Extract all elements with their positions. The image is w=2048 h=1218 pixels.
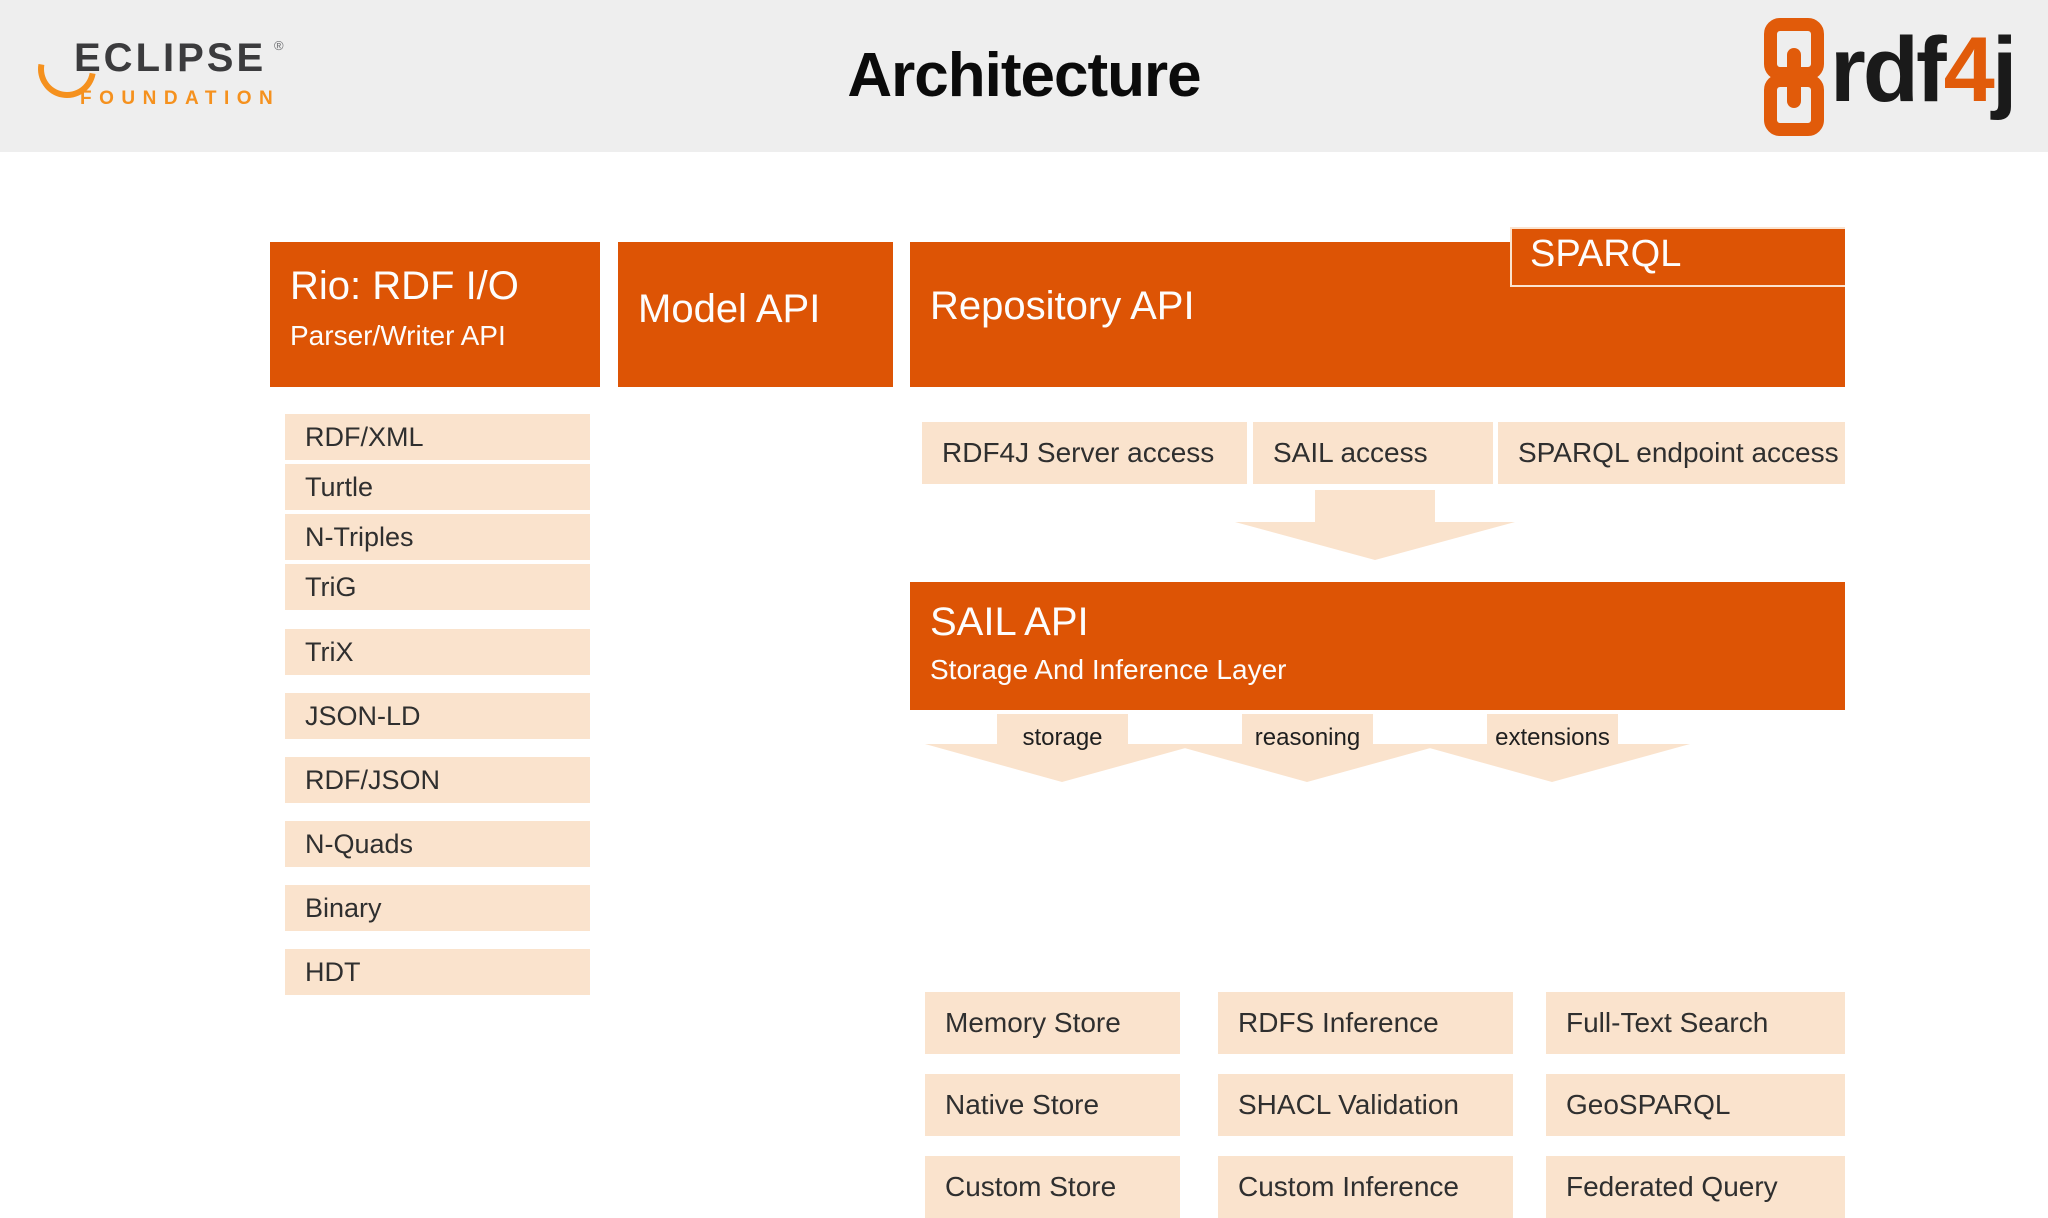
rio-api-subtitle: Parser/Writer API [290, 320, 506, 351]
rdf4j-text-accent: 4 [1943, 19, 1995, 121]
format-label: JSON-LD [305, 700, 421, 731]
list-item[interactable]: Turtle [285, 464, 590, 510]
format-label: N-Triples [305, 521, 414, 552]
branch-item-label: Full-Text Search [1566, 1007, 1769, 1038]
list-item[interactable]: RDF/XML [285, 414, 590, 460]
sail-api-title: SAIL API [930, 600, 1089, 644]
list-item[interactable]: TriG [285, 564, 590, 610]
format-label: TriG [305, 571, 357, 602]
sparql-badge[interactable]: SPARQL [1510, 227, 1845, 287]
sail-branch-item-storage-2[interactable]: Custom Store [925, 1156, 1180, 1218]
sail-branch-item-reasoning-0[interactable]: RDFS Inference [1218, 992, 1513, 1054]
sail-branch-item-reasoning-2[interactable]: Custom Inference [1218, 1156, 1513, 1218]
sail-branch-item-reasoning-1[interactable]: SHACL Validation [1218, 1074, 1513, 1136]
branch-item-label: Custom Inference [1238, 1171, 1459, 1202]
repository-api-title: Repository API [930, 284, 1195, 328]
format-label: RDF/XML [305, 421, 424, 452]
sail-branch-item-extensions-1[interactable]: GeoSPARQL [1546, 1074, 1845, 1136]
rdf4j-text-primary: rdf [1830, 19, 1947, 121]
branch-item-label: Native Store [945, 1089, 1100, 1120]
branch-item-label: SHACL Validation [1238, 1089, 1460, 1120]
model-api-box[interactable]: Model API [618, 242, 893, 387]
repository-access-server[interactable]: RDF4J Server access [922, 422, 1247, 484]
branch-item-label: RDFS Inference [1238, 1007, 1439, 1038]
list-item[interactable]: N-Quads [285, 821, 590, 867]
list-item[interactable]: JSON-LD [285, 693, 590, 739]
access-label: RDF4J Server access [942, 437, 1215, 468]
branch-item-label: Memory Store [945, 1007, 1121, 1038]
repository-access-sail[interactable]: SAIL access [1253, 422, 1493, 484]
branch-arrow-label: reasoning [1254, 724, 1361, 751]
rdf4j-logo: rdf4j [1764, 12, 2024, 140]
list-item[interactable]: TriX [285, 629, 590, 675]
access-label: SPARQL endpoint access [1518, 437, 1839, 468]
sail-branch-arrow-extensions: extensions [1415, 714, 1690, 782]
rio-api-title: Rio: RDF I/O [290, 264, 519, 308]
format-label: Turtle [305, 471, 374, 502]
rdf4j-wordmark: rdf4j [1830, 19, 2018, 121]
branch-arrow-label: extensions [1495, 724, 1610, 751]
branch-item-label: Custom Store [945, 1171, 1117, 1202]
repository-access-sparql[interactable]: SPARQL endpoint access [1498, 422, 1845, 484]
sail-branch-arrow-storage: storage [925, 714, 1200, 782]
format-label: TriX [305, 636, 354, 667]
sail-branch-item-extensions-0[interactable]: Full-Text Search [1546, 992, 1845, 1054]
list-item[interactable]: N-Triples [285, 514, 590, 560]
page-header: ECLIPSE ® FOUNDATION Architecture rdf4j [0, 0, 2048, 152]
branch-item-label: GeoSPARQL [1566, 1089, 1731, 1120]
sail-branch-arrow-reasoning: reasoning [1170, 714, 1445, 782]
branch-arrow-label: storage [1022, 724, 1103, 751]
format-label: RDF/JSON [305, 764, 440, 795]
sail-branch-item-extensions-2[interactable]: Federated Query [1546, 1156, 1845, 1218]
eclipse-foundation-subtitle: FOUNDATION [80, 88, 281, 109]
sparql-badge-label: SPARQL [1530, 233, 1682, 275]
repository-to-sail-arrow [1235, 490, 1515, 560]
sail-branch-item-storage-1[interactable]: Native Store [925, 1074, 1180, 1136]
sail-api-subtitle: Storage And Inference Layer [930, 654, 1287, 685]
chain-link-icon [1764, 18, 1826, 136]
format-label: N-Quads [305, 828, 414, 859]
list-item[interactable]: Binary [285, 885, 590, 931]
registered-trademark-icon: ® [274, 38, 284, 53]
sail-api-box[interactable]: SAIL API Storage And Inference Layer [910, 582, 1845, 710]
format-label: HDT [305, 956, 361, 987]
rio-api-box[interactable]: Rio: RDF I/O Parser/Writer API [270, 242, 600, 387]
sail-branch-item-storage-0[interactable]: Memory Store [925, 992, 1180, 1054]
model-api-title: Model API [638, 287, 821, 331]
format-label: Binary [305, 892, 382, 923]
access-label: SAIL access [1273, 437, 1428, 468]
eclipse-wordmark: ECLIPSE [74, 36, 267, 80]
list-item[interactable]: HDT [285, 949, 590, 995]
page-title: Architecture [847, 41, 1201, 110]
eclipse-foundation-logo: ECLIPSE ® FOUNDATION [26, 26, 306, 126]
branch-item-label: Federated Query [1566, 1171, 1778, 1202]
list-item[interactable]: RDF/JSON [285, 757, 590, 803]
architecture-diagram: Rio: RDF I/O Parser/Writer API RDF/XML T… [0, 152, 2048, 1218]
rdf4j-text-suffix: j [1991, 19, 2018, 121]
